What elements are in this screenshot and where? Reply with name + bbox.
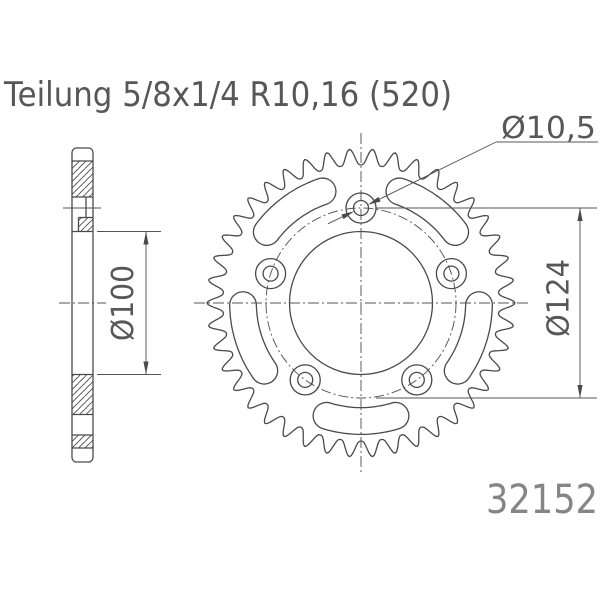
hatch-region [72,374,93,415]
dimension-lines [97,141,598,399]
hatch-region [72,435,93,448]
bore-diameter-label: Ø100 [106,265,141,341]
sprocket-teeth-outline [206,148,516,458]
bolt-hole [297,371,314,389]
sprocket-front-view [194,133,531,472]
pitch-spec-title: Teilung 5/8x1/4 R10,16 (520) [3,75,452,115]
bolt-circle-diameter-label: Ø124 [542,259,577,337]
bolt-hole [352,199,370,217]
bolt-hole-counterbore [435,257,468,290]
bolt-hole-counterbore [401,364,433,396]
bolt-circle [265,207,457,399]
hatch-region [72,161,93,197]
bolt-hole [262,265,279,282]
leader-line [379,141,497,200]
leader-arrow [341,211,355,220]
side-view-section [59,147,106,463]
dimension-arrow [143,361,149,375]
leader-arrow [367,196,381,205]
bolt-hole-counterbore [289,364,321,396]
slot-cutout-core [254,178,336,245]
hatch-region [78,217,93,232]
slot-cutout-core [386,178,468,245]
slot-cutout-core [445,292,492,384]
section-outline [71,147,94,463]
bolt-hole [443,265,460,282]
bolt-hole-diameter-label: Ø10,5 [501,111,596,146]
leader-tail [327,216,343,225]
slot-cutout-core [230,292,277,384]
bolt-hole-counterbore [254,257,287,290]
dimension-arrow [577,385,583,398]
dimension-arrow [143,231,149,245]
bolt-hole [408,371,425,389]
part-number: 32152 [486,477,598,523]
dimension-arrow [577,208,583,221]
